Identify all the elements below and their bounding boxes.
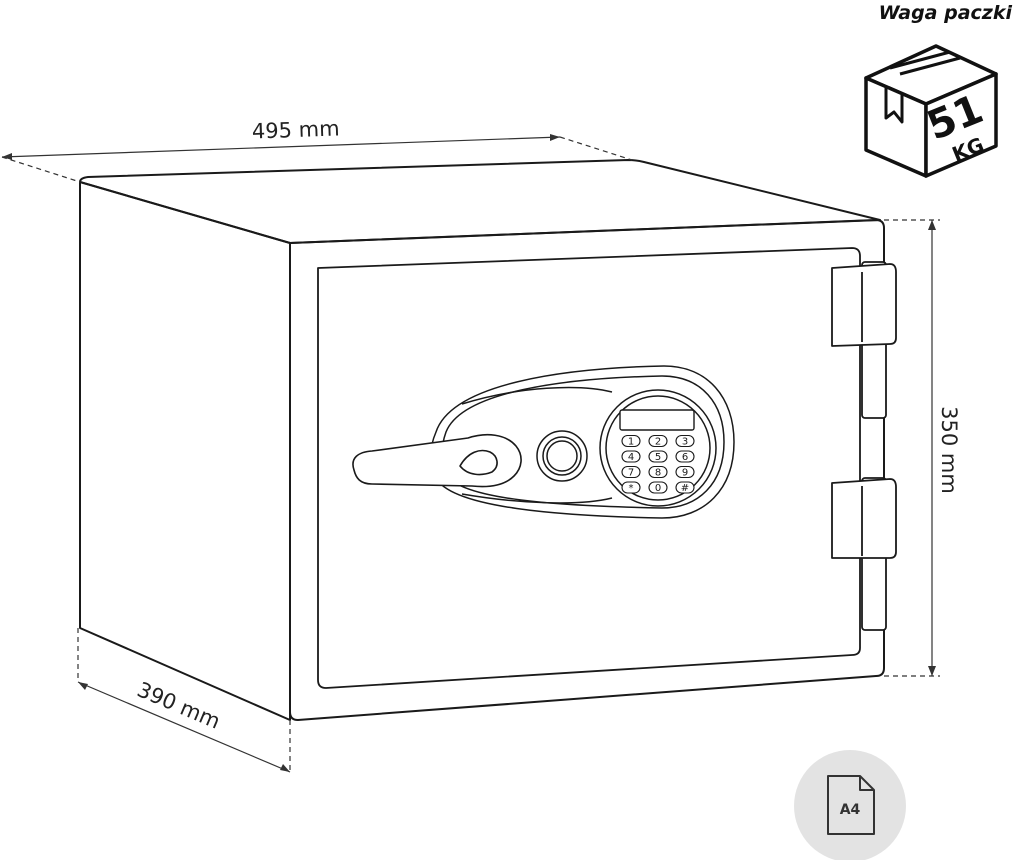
keypad-key-label: 7 [628,468,634,479]
keypad[interactable]: 1 2 3 4 5 6 7 8 9 * 0 # [621,434,695,495]
keypad-key[interactable]: # [675,481,695,494]
keypad-key-label: 5 [655,452,661,463]
lever-handle[interactable] [352,433,522,488]
safe-front-face [289,219,885,721]
keypad-key[interactable]: 5 [648,450,668,463]
keypad-key-label: 1 [628,437,634,448]
width-dimension-label: 495 mm [252,116,340,143]
keypad-key[interactable]: 9 [675,465,695,479]
dimension-lines [1,134,940,773]
keypad-key[interactable]: 1 [621,434,641,448]
keypad-key[interactable]: 8 [648,465,668,479]
keypad-key-label: 6 [682,452,688,463]
handle-grip-slot [459,449,498,476]
height-dimension-label: 350 mm [937,406,961,494]
a4-format-label: A4 [840,802,861,818]
keypad-key-label: 9 [682,468,688,479]
key-cylinder[interactable] [536,430,588,482]
width-dimension-line [1,136,561,158]
keypad-key[interactable]: 6 [675,450,695,463]
safe-top-face [79,159,881,244]
depth-dimension-line [77,681,291,773]
safe-side-face [79,181,291,721]
keypad-key[interactable]: 7 [621,465,641,479]
keypad-key[interactable]: * [621,481,641,494]
keypad-key[interactable]: 0 [648,481,668,494]
keypad-key-label: 3 [682,437,688,448]
keypad-key-label: # [681,483,689,494]
keypad-key-label: 8 [655,468,661,479]
keypad-key-label: 4 [628,452,634,463]
keypad-display [619,409,695,431]
safe-door [317,247,861,689]
package-box-icon [864,44,998,178]
keypad-key-label: 0 [655,483,661,494]
keypad-key-label: * [629,483,634,494]
package-weight-label: Waga paczki [878,2,1012,24]
document-icon [827,775,875,835]
keypad-key[interactable]: 2 [648,434,668,448]
keypad-key[interactable]: 3 [675,434,695,448]
hinge-lower [831,477,897,631]
keypad-key-label: 2 [655,437,661,448]
keypad-key[interactable]: 4 [621,450,641,463]
hinge-upper [831,261,897,419]
a4-format-badge: A4 [794,750,906,860]
